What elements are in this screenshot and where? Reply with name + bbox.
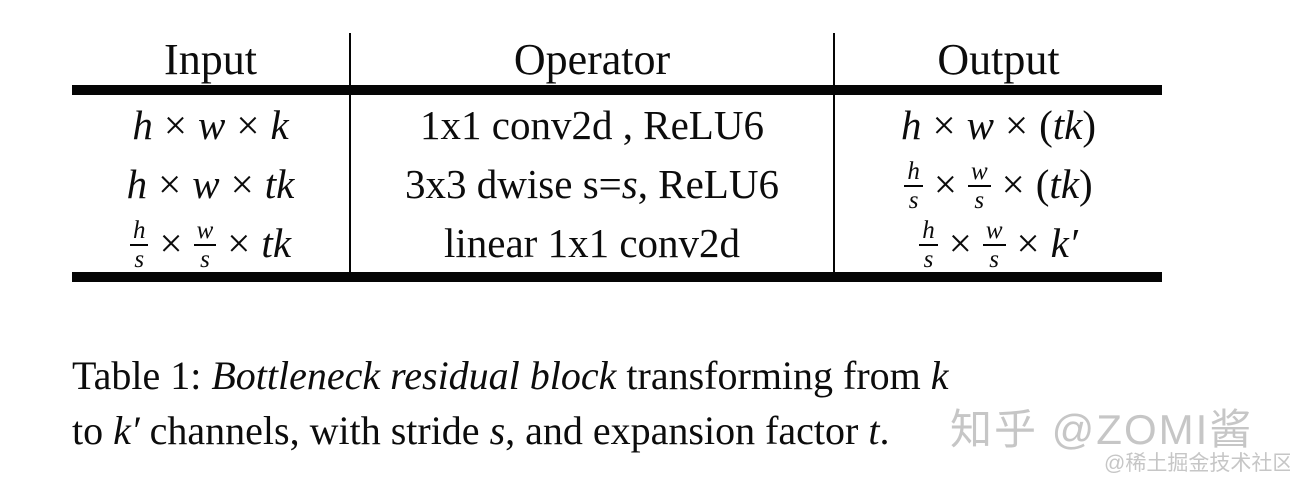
times-operator: × — [932, 101, 956, 148]
roman-text: ) — [1082, 101, 1096, 148]
math-italic-text: Bottleneck residual block — [211, 353, 617, 398]
math-italic-text: h — [900, 101, 922, 148]
times-operator: × — [159, 219, 183, 266]
times-operator: × — [158, 160, 182, 207]
roman-text: 3x3 dwise s= — [405, 160, 622, 207]
times-operator: × — [1001, 160, 1025, 207]
math-italic-text: s — [621, 160, 638, 207]
math-italic-text: s — [489, 408, 506, 453]
column-header-operator-label: Operator — [513, 34, 671, 84]
math-italic-text: k′ — [113, 408, 140, 453]
math-italic-text: h — [126, 160, 148, 207]
watermark-juejin: @稀土掘金技术社区 — [1104, 452, 1290, 475]
times-operator: × — [933, 160, 957, 207]
roman-text: 1x1 conv2d , ReLU6 — [420, 101, 764, 148]
roman-text: , and expansion factor — [505, 408, 869, 453]
roman-text: . — [879, 408, 890, 453]
math-italic-text: h — [132, 101, 153, 148]
math-italic-text: w — [197, 101, 226, 148]
times-operator: × — [163, 101, 187, 148]
column-header-output: Output — [835, 33, 1162, 85]
math-italic-text: k — [270, 101, 289, 148]
roman-text: ( — [1039, 101, 1053, 148]
table-header-row: Input Operator Output — [72, 33, 1162, 95]
table-caption: Table 1: Bottleneck residual block trans… — [72, 348, 1232, 458]
table-cell-operator: 3x3 dwise s=s, ReLU6 — [349, 154, 835, 213]
table-cell-input: h×w×k — [72, 95, 349, 154]
roman-text: channels, with stride — [139, 408, 490, 453]
roman-text: transforming from — [616, 353, 931, 398]
watermark-zhihu: 知乎 @ZOMI酱 — [950, 406, 1254, 453]
table-cell-operator: linear 1x1 conv2d — [349, 213, 835, 272]
times-operator: × — [1016, 219, 1040, 266]
roman-text: Table 1: — [72, 353, 212, 398]
math-italic-text: w — [966, 101, 994, 148]
times-operator: × — [1004, 101, 1029, 148]
times-operator: × — [227, 219, 251, 266]
math-italic-text: tk — [1049, 160, 1080, 207]
table-cell-operator: 1x1 conv2d , ReLU6 — [349, 95, 835, 154]
roman-text: , ReLU6 — [637, 160, 779, 207]
math-italic-text: tk — [261, 219, 292, 266]
roman-text: ) — [1079, 160, 1093, 207]
column-header-input-label: Input — [164, 34, 257, 84]
times-operator: × — [236, 101, 260, 148]
roman-text: ( — [1035, 160, 1050, 207]
table-cell-output: h×w×(tk) — [835, 95, 1162, 154]
roman-text: to — [72, 408, 114, 453]
table-cell-input: h×w×tk — [72, 154, 349, 213]
column-header-output-label: Output — [937, 34, 1060, 84]
math-italic-text: k′ — [1050, 219, 1078, 266]
roman-text: linear 1x1 conv2d — [443, 219, 741, 266]
column-header-input: Input — [72, 33, 349, 85]
times-operator: × — [230, 160, 254, 207]
column-header-operator: Operator — [349, 33, 835, 85]
times-operator: × — [948, 219, 972, 266]
math-italic-text: tk — [1052, 101, 1083, 148]
math-italic-text: w — [192, 160, 220, 207]
math-italic-text: k — [930, 353, 949, 398]
math-italic-text: tk — [264, 160, 295, 207]
math-italic-text: t — [868, 408, 880, 453]
